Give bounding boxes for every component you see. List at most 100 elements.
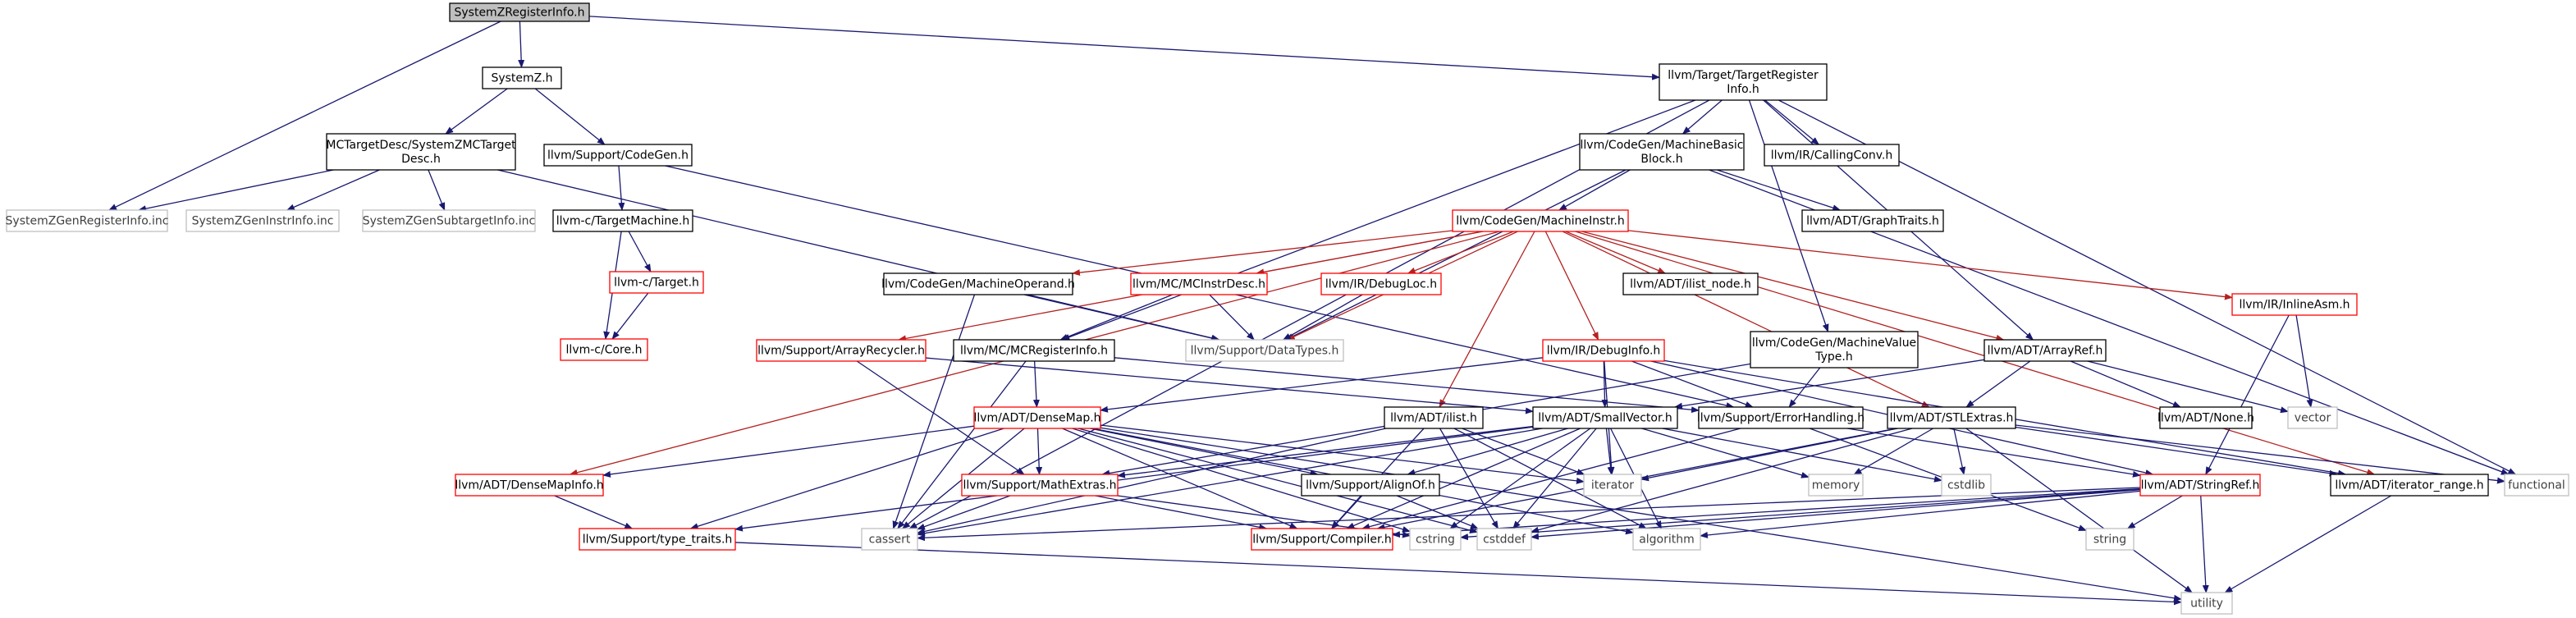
node-iterrange[interactable]: llvm/ADT/iterator_range.h [2330,474,2489,497]
node-cassert[interactable]: cassert [861,528,918,551]
node-box [6,209,168,232]
edge-stringref-to-utility [2200,495,2209,593]
node-label: llvm/ADT/DenseMap.h [973,412,1100,425]
node-label: llvm-c/TargetMachine.h [556,215,689,228]
edge-inlineasm-to-vector [2295,314,2313,408]
edge-mctarget-to-gensub [428,169,446,211]
node-label: SystemZGenSubtargetInfo.inc [363,215,536,228]
node-label: llvm/ADT/ilist.h [1390,412,1477,425]
node-label: llvm-c/Core.h [566,344,643,357]
node-label: cstdlib [1947,479,1985,492]
node-box [1301,474,1440,497]
node-alignof[interactable]: llvm/Support/AlignOf.h [1301,474,1440,497]
node-label: llvm/Support/type_traits.h [583,533,733,547]
node-ccore[interactable]: llvm-c/Core.h [560,338,648,361]
node-memory[interactable]: memory [1808,474,1864,497]
node-label: llvm/ADT/None.h [2157,412,2254,425]
edge-mbb-to-graphtraits [1717,169,1842,212]
node-none[interactable]: llvm/ADT/None.h [2157,406,2254,429]
node-box [953,339,1115,362]
node-box [2231,293,2358,316]
node-mo[interactable]: llvm/CodeGen/MachineOperand.h [881,272,1075,295]
node-box [1632,528,1701,551]
node-label: Block.h [1640,153,1682,166]
node-root[interactable]: SystemZRegisterInfo.h [449,2,590,22]
node-inlineasm[interactable]: llvm/IR/InlineAsm.h [2231,293,2358,316]
node-cstddef[interactable]: cstddef [1476,528,1532,551]
edge-smallvector-to-alignof [1407,428,1568,476]
node-errorhandling[interactable]: llvm/Support/ErrorHandling.h [1697,406,1865,429]
edge-stlextras-to-memory [1853,428,1933,475]
node-string[interactable]: string [2085,528,2134,551]
edge-mctarget-to-datatypes [497,169,1220,341]
edges-layer [108,16,2517,606]
node-ilistnode[interactable]: llvm/ADT/ilist_node.h [1622,272,1759,295]
node-box [2139,474,2261,497]
node-label: Desc.h [401,153,441,166]
node-graphtraits[interactable]: llvm/ADT/GraphTraits.h [1801,209,1944,232]
node-cstring[interactable]: cstring [1409,528,1462,551]
node-ctarget[interactable]: llvm-c/Target.h [609,271,704,294]
node-systemz[interactable]: SystemZ.h [482,66,562,89]
node-utility[interactable]: utility [2180,592,2233,615]
node-box [1185,339,1344,362]
node-label: llvm/IR/DebugInfo.h [1547,345,1661,358]
node-functional[interactable]: functional [2504,474,2569,497]
node-mathextras[interactable]: llvm/Support/MathExtras.h [961,474,1119,497]
edge-mbb-to-mi [1558,169,1631,211]
node-label: llvm/CodeGen/MachineOperand.h [881,278,1075,291]
edge-mi-to-ilist [1439,231,1535,408]
node-genreg[interactable]: SystemZGenRegisterInfo.inc [6,209,169,232]
edge-mathextras-to-cassert [917,495,1011,530]
node-stringref[interactable]: llvm/ADT/StringRef.h [2139,474,2261,497]
node-label: SystemZGenInstrInfo.inc [192,215,334,228]
node-iterator[interactable]: iterator [1583,474,1642,497]
node-targetmachine[interactable]: llvm-c/TargetMachine.h [552,209,693,232]
edge-stringref-to-cstring [1460,488,2141,541]
node-box [1251,528,1393,551]
edge-targetreg-to-cassert [908,99,1710,529]
edge-mi-to-inlineasm [1627,230,2233,300]
node-debugloc[interactable]: llvm/IR/DebugLoc.h [1320,272,1442,295]
node-algorithm[interactable]: algorithm [1632,528,1701,551]
edge-densemap-to-mathextras [1036,428,1043,475]
edge-systemz-to-codegen [534,88,606,145]
node-codegen[interactable]: llvm/Support/CodeGen.h [543,144,693,167]
node-mcreg[interactable]: llvm/MC/MCRegisterInfo.h [953,339,1115,362]
node-vector[interactable]: vector [2287,406,2338,429]
node-cstdlib[interactable]: cstdlib [1941,474,1992,497]
node-debuginfo[interactable]: llvm/IR/DebugInfo.h [1542,339,1665,362]
edge-mcreg-to-errorhandling [1114,357,1700,414]
node-mi[interactable]: llvm/CodeGen/MachineInstr.h [1452,209,1629,232]
edge-densemap-to-cstddef [1078,428,1478,534]
edge-mctarget-to-genreg [138,169,334,213]
node-label: Type.h [1814,350,1852,364]
node-densemap[interactable]: llvm/ADT/DenseMap.h [973,406,1101,429]
edge-smallvector-to-cstring [1449,428,1591,529]
node-ilist[interactable]: llvm/ADT/ilist.h [1384,406,1484,429]
node-callingconv[interactable]: llvm/IR/CallingConv.h [1764,144,1900,167]
node-stlextras[interactable]: llvm/ADT/STLExtras.h [1887,406,2016,429]
edge-smallvector-to-cassert [917,428,1543,537]
node-label: llvm/ADT/SmallVector.h [1538,412,1672,425]
node-densemapinfo[interactable]: llvm/ADT/DenseMapInfo.h [455,474,604,497]
node-arrayref[interactable]: llvm/ADT/ArrayRef.h [1983,339,2107,362]
edge-arrayrecycler-to-smallvector [925,357,1534,414]
node-label: llvm/ADT/GraphTraits.h [1806,215,1939,228]
node-geninstr[interactable]: SystemZGenInstrInfo.inc [185,209,340,232]
edge-mathextras-to-compiler [1095,495,1268,531]
node-gensub[interactable]: SystemZGenSubtargetInfo.inc [362,209,536,232]
node-label: MCTargetDesc/SystemZMCTarget [326,139,516,152]
node-typetraits[interactable]: llvm/Support/type_traits.h [579,528,736,551]
node-smallvector[interactable]: llvm/ADT/SmallVector.h [1532,406,1678,429]
node-compiler[interactable]: llvm/Support/Compiler.h [1251,528,1393,551]
node-mcinstrdesc[interactable]: llvm/MC/MCInstrDesc.h [1130,272,1268,295]
node-box [1409,528,1462,551]
node-datatypes[interactable]: llvm/Support/DataTypes.h [1185,339,1344,362]
node-label: llvm/Support/DataTypes.h [1191,345,1339,358]
node-arrayrecycler[interactable]: llvm/Support/ArrayRecycler.h [756,339,927,362]
